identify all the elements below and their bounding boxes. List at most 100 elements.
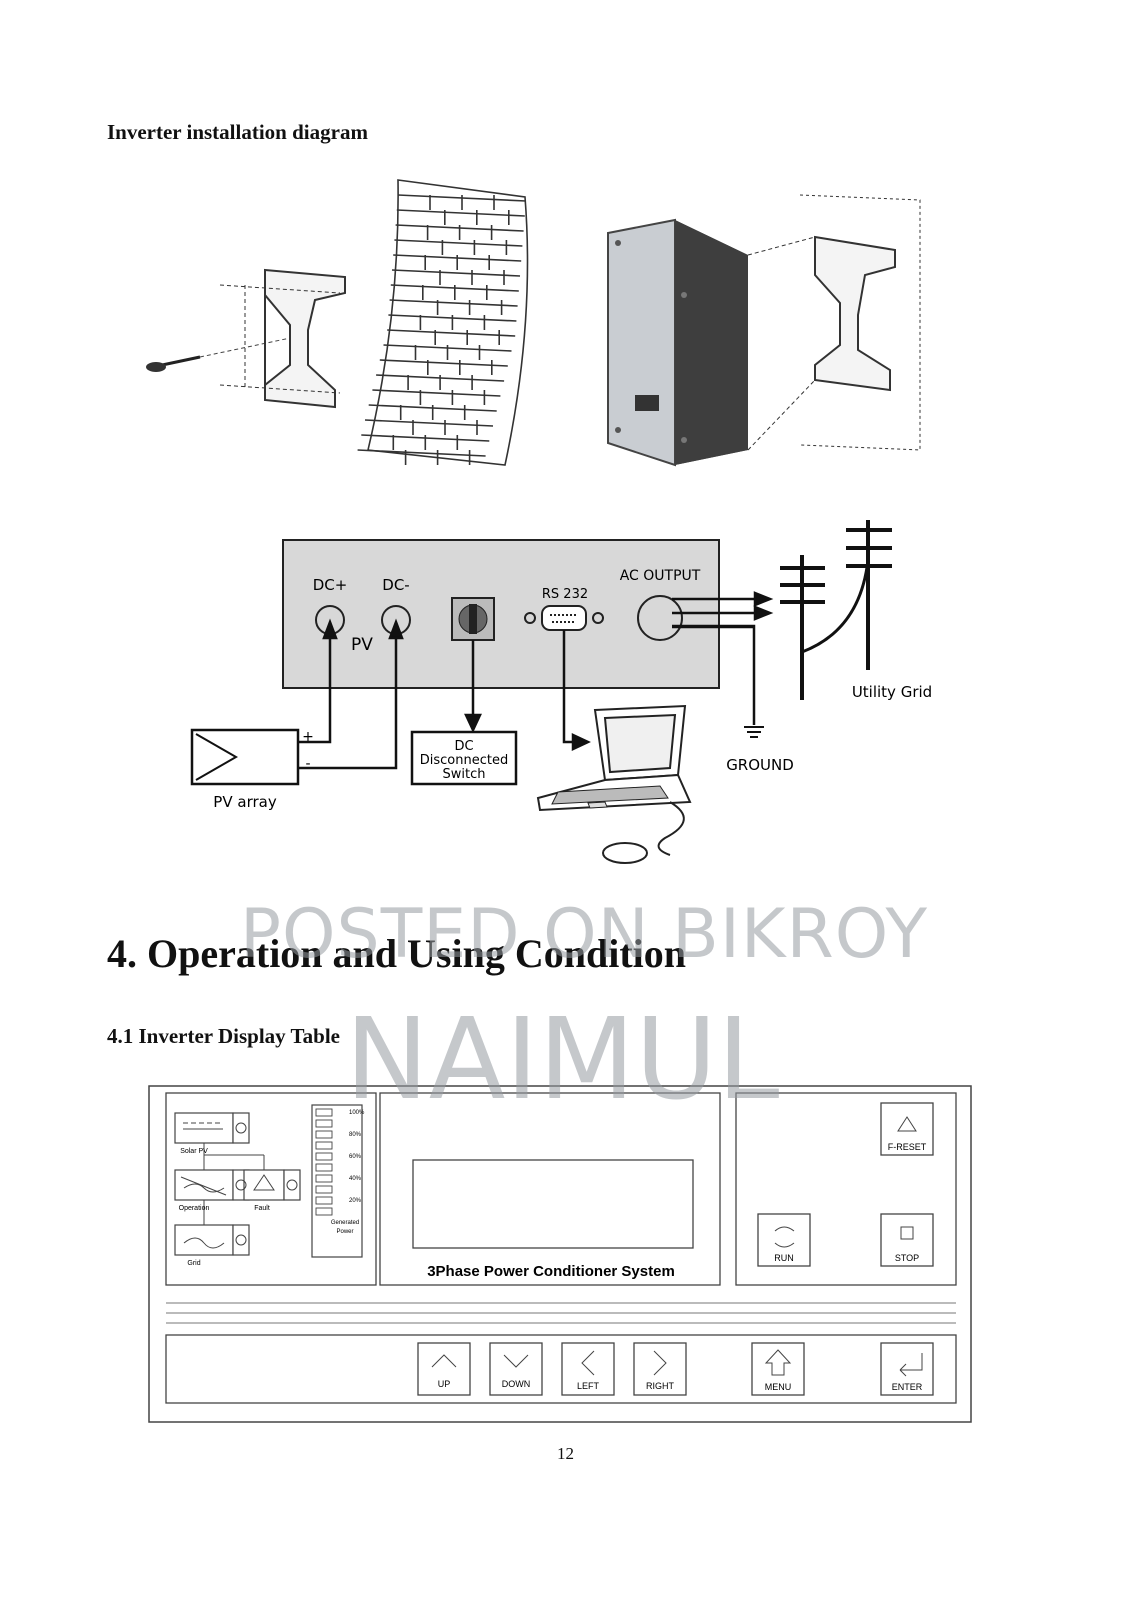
brick-wall (357, 179, 529, 466)
brick-row (364, 419, 494, 427)
laptop-icon (536, 704, 692, 864)
utility-pole-icon (780, 520, 892, 700)
power-label: Power (336, 1229, 353, 1235)
ac-output-label: AC OUTPUT (620, 568, 701, 584)
brick-row (387, 329, 516, 337)
operation-label: Operation (179, 1205, 210, 1212)
dc-switch-line1: DC (454, 739, 473, 754)
lcd-screen (412, 1159, 694, 1249)
system-name-label: 3Phase Power Conditioner System (427, 1263, 675, 1280)
inverter-unit (607, 218, 748, 467)
brick-row (379, 359, 508, 367)
subsection-heading: 4.1 Inverter Display Table (107, 1024, 340, 1048)
ac-output-terminal (637, 595, 683, 641)
dc-switch-knob-icon (451, 597, 495, 641)
section-heading: 4. Operation and Using Condition (107, 931, 687, 976)
up-label: UP (438, 1379, 451, 1389)
level-label: 20% (349, 1198, 362, 1204)
installation-illustration (146, 179, 921, 467)
stop-button[interactable]: STOP (880, 1213, 934, 1267)
dc-disconnect-switch-box (410, 730, 518, 786)
level-label: 60% (349, 1154, 362, 1160)
wiring-diagram: DC+ DC- PV RS 232 AC OUTPUT GROUND (190, 520, 932, 864)
pv-array-label: PV array (213, 793, 277, 811)
left-label: LEFT (577, 1381, 600, 1391)
chevron-down-icon (503, 1354, 529, 1368)
power-level-bar (315, 1108, 333, 1117)
power-level-bar (315, 1207, 333, 1216)
pv-label: PV (351, 635, 373, 655)
power-level-bar (315, 1130, 333, 1139)
level-label: 40% (349, 1176, 362, 1182)
mounting-bracket-right (747, 194, 921, 451)
power-level-bar (315, 1163, 333, 1172)
menu-button[interactable]: MENU (751, 1342, 805, 1396)
warning-icon (897, 1116, 917, 1132)
f-reset-button[interactable]: F-RESET (880, 1102, 934, 1156)
dc-switch-line2: Disconnected (420, 753, 508, 768)
down-button[interactable]: DOWN (489, 1342, 543, 1396)
chevron-left-icon (581, 1350, 595, 1376)
power-level-bar (315, 1119, 333, 1128)
brick-row (389, 299, 518, 307)
dc-switch-line3: Switch (443, 767, 486, 782)
solar-pv-label: Solar PV (180, 1148, 208, 1155)
f-reset-label: F-RESET (888, 1142, 927, 1152)
control-section (735, 1092, 957, 1286)
brick-row (372, 389, 501, 397)
level-label: 80% (349, 1132, 362, 1138)
menu-label: MENU (765, 1382, 792, 1392)
inverter-display-panel: Solar PV Operation Fault Grid Generated … (148, 1085, 972, 1423)
refresh-icon (774, 1226, 795, 1248)
screwdriver-icon (146, 336, 296, 372)
utility-grid-label: Utility Grid (852, 683, 932, 701)
page-number: 12 (557, 1444, 574, 1463)
enter-arrow-icon (899, 1353, 923, 1377)
rs232-label: RS 232 (542, 587, 588, 602)
chevron-right-icon (653, 1350, 667, 1376)
brick-row (357, 449, 486, 457)
stop-square-icon (900, 1226, 914, 1240)
status-section (165, 1092, 377, 1286)
up-button[interactable]: UP (417, 1342, 471, 1396)
generated-label: Generated (331, 1220, 359, 1226)
inverter-front-panel (282, 539, 720, 689)
power-level-bar (315, 1141, 333, 1150)
warning-icon (253, 1174, 275, 1191)
enter-button[interactable]: ENTER (880, 1342, 934, 1396)
pv-array-icon (190, 728, 300, 786)
grid-indicator (174, 1224, 234, 1256)
rs232-port-icon (524, 605, 604, 631)
dc-minus-label: DC- (382, 576, 409, 594)
pv-plus-sign: + (302, 729, 314, 745)
stop-label: STOP (895, 1253, 919, 1263)
fault-indicator (243, 1169, 285, 1201)
power-level-bar (315, 1196, 333, 1205)
down-label: DOWN (502, 1379, 531, 1389)
brick-row (394, 239, 523, 247)
operation-indicator (174, 1169, 234, 1201)
grid-label: Grid (187, 1260, 200, 1267)
ground-icon (744, 726, 764, 738)
brick-row (396, 209, 525, 217)
power-level-bar (315, 1185, 333, 1194)
installation-heading: Inverter installation diagram (107, 120, 368, 144)
chevron-up-icon (431, 1354, 457, 1368)
power-level-bar (315, 1174, 333, 1183)
watermark-line1: POSTED ON BIKROY (240, 895, 929, 974)
solar-pv-indicator (174, 1112, 234, 1144)
brick-row (391, 269, 521, 277)
ground-label: GROUND (726, 756, 794, 774)
left-button[interactable]: LEFT (561, 1342, 615, 1396)
keypad-section (165, 1334, 957, 1404)
up-arrow-icon (764, 1349, 792, 1376)
enter-label: ENTER (892, 1382, 923, 1392)
mounting-bracket-left (219, 268, 346, 409)
lcd-section (379, 1092, 721, 1286)
right-button[interactable]: RIGHT (633, 1342, 687, 1396)
dc-plus-label: DC+ (313, 576, 348, 594)
run-button[interactable]: RUN (757, 1213, 811, 1267)
fault-label: Fault (254, 1205, 270, 1212)
power-level-bar (315, 1152, 333, 1161)
pv-minus-sign: - (305, 756, 310, 772)
